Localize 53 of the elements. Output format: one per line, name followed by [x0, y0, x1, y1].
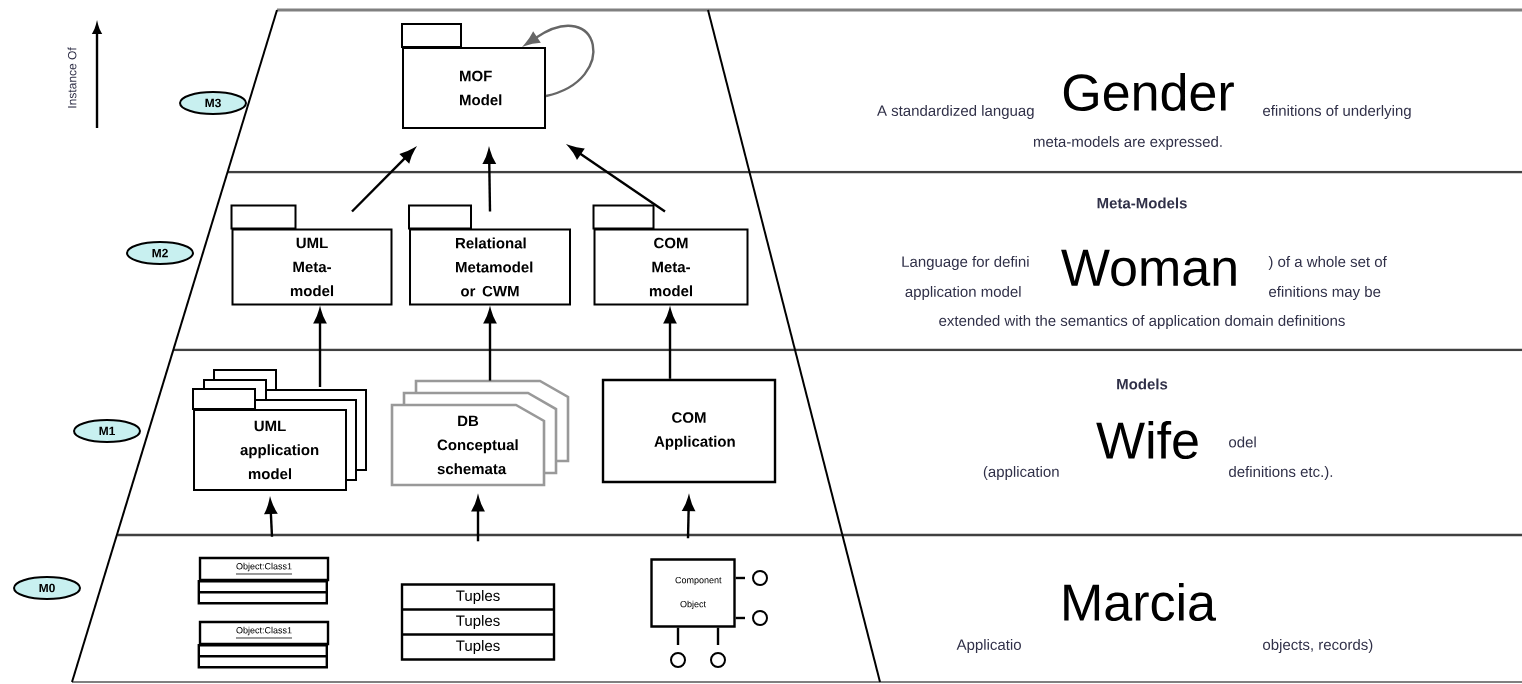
- connector-line: [676, 627, 680, 645]
- description-text: objects, records): [1263, 639, 1373, 653]
- description-text: application model: [905, 286, 1021, 300]
- interface-circle: [752, 610, 768, 626]
- description-text: extended with the semantics of application domain definitions: [939, 315, 1345, 329]
- component-box: COM Application: [601, 378, 777, 484]
- package-box: UML Meta-model: [230, 204, 393, 306]
- node-label: Object:Class1: [236, 562, 292, 572]
- connector-line: [716, 627, 720, 645]
- arrow: [483, 309, 497, 381]
- component-box: Component Object: [650, 558, 736, 628]
- overlay-word: Woman: [1061, 249, 1236, 287]
- arrow: [264, 499, 277, 537]
- description-text: odel: [1229, 436, 1256, 448]
- description-text: (application: [983, 466, 1059, 480]
- interface-circle: [670, 652, 686, 668]
- arrow: [568, 145, 666, 213]
- node-label: model: [248, 468, 292, 480]
- axis-label: Instance Of: [67, 47, 77, 108]
- connector-line: [735, 616, 745, 620]
- arrow: [483, 149, 496, 212]
- arrow: [682, 496, 695, 539]
- arrow: [471, 496, 485, 542]
- level-badge: M0: [13, 576, 81, 600]
- tuple-table: Tuples Tuples Tuples: [400, 583, 556, 661]
- description-text: efinitions of underlying: [1263, 105, 1411, 119]
- overlay-word: Gender: [1063, 72, 1234, 112]
- overlay-word: Marcia: [1064, 582, 1216, 622]
- interface-circle: [752, 570, 768, 586]
- level-badge: M2: [126, 241, 194, 265]
- package-box: COM Meta-model: [592, 204, 749, 306]
- interface-circle: [710, 652, 726, 668]
- level-heading: Meta-Models: [1097, 197, 1187, 209]
- description-text: efinitions may be: [1269, 286, 1381, 300]
- stacked-package-box: UML application model: [192, 369, 367, 491]
- overlay-word: Wife: [1096, 420, 1198, 460]
- description-text: ) of a whole set of: [1268, 256, 1387, 270]
- arrow: [524, 24, 595, 98]
- description-text: Applicatio: [956, 639, 1021, 653]
- level-heading: Models: [1117, 378, 1168, 390]
- package-box: MOF Model: [401, 23, 546, 129]
- description-text: Language for defini: [902, 256, 1029, 270]
- connector-line: [735, 576, 745, 580]
- description-text: definitions etc.).: [1229, 466, 1333, 480]
- level-badge: M1: [73, 419, 141, 443]
- package-box: Relational Metamodel or CWM: [408, 204, 571, 306]
- level-badge: M3: [179, 91, 247, 115]
- arrow: [351, 148, 415, 213]
- object-box: Object:Class1: [197, 620, 330, 669]
- stacked-document-box: DB Conceptual schemata: [390, 379, 570, 487]
- description-text: A standardized languag: [877, 105, 1034, 119]
- object-box: Object:Class1: [197, 556, 330, 605]
- description-text: meta-models are expressed.: [1033, 136, 1222, 150]
